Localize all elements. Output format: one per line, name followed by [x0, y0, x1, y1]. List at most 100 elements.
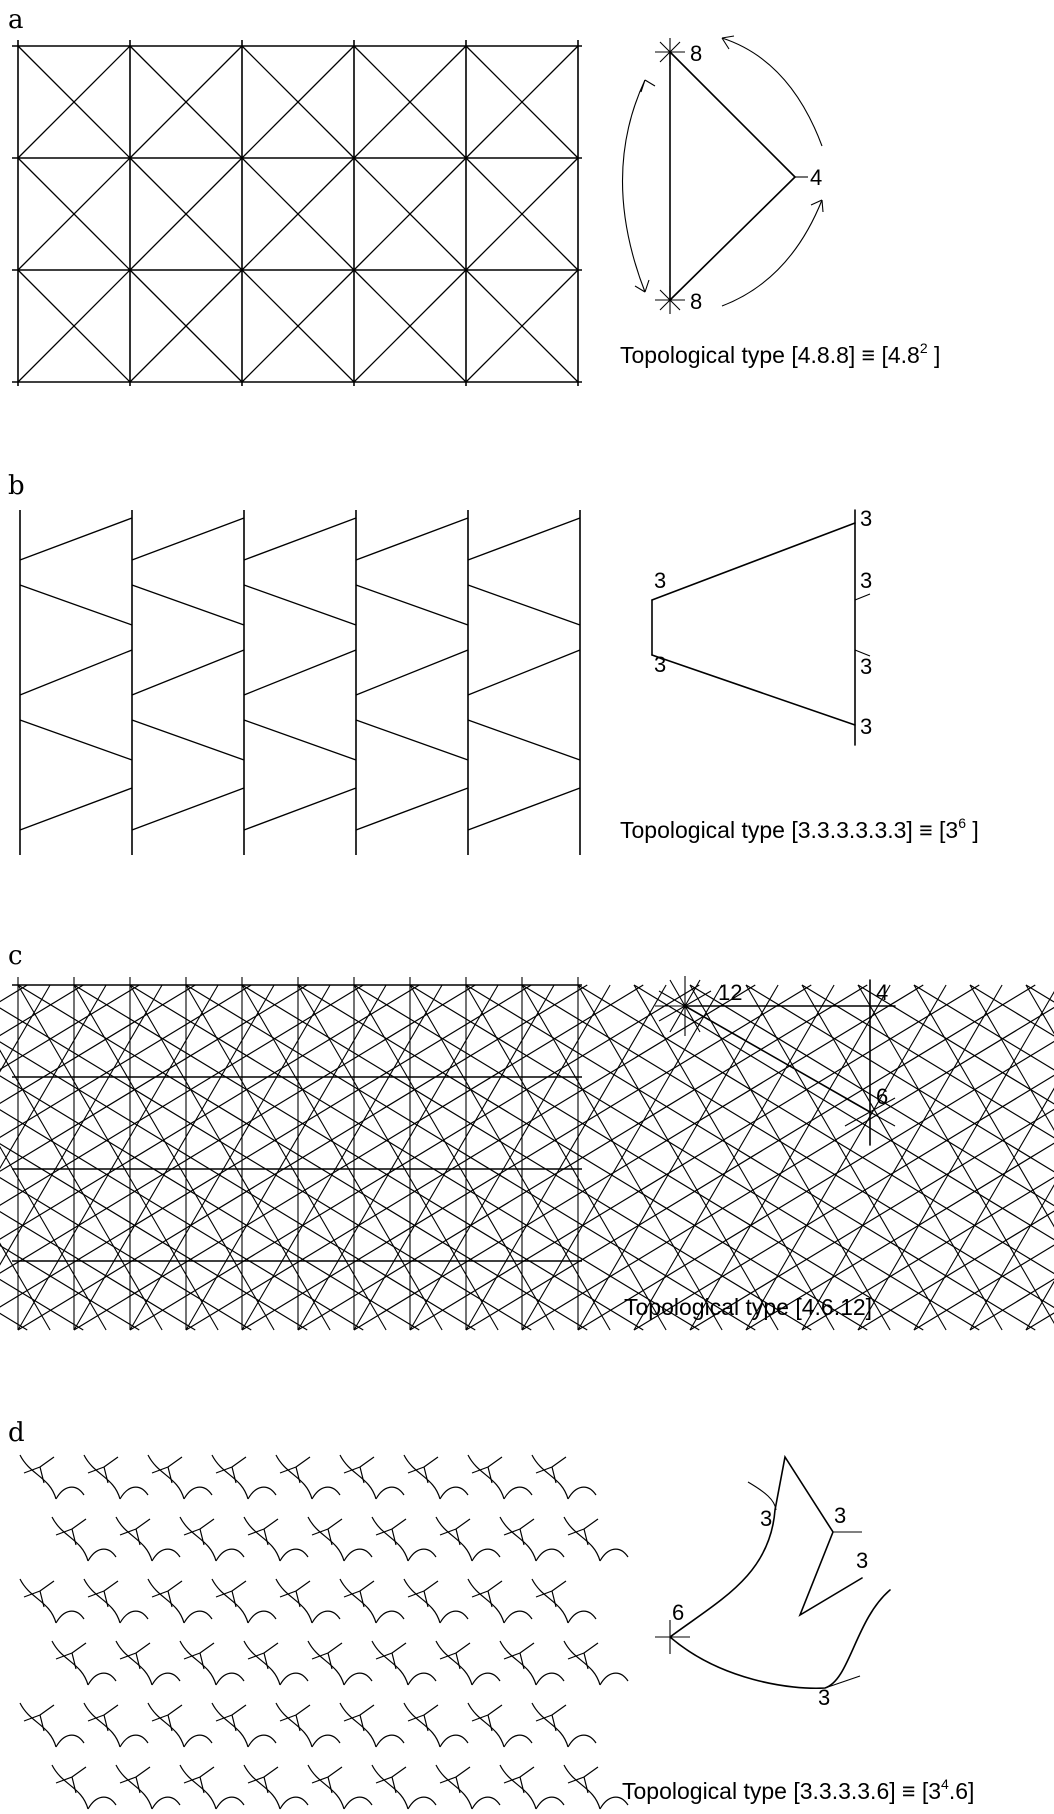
motif-d-outline-upper [669, 1454, 863, 1638]
pattern-tripod [87, 1580, 119, 1608]
pattern-curve [439, 1734, 469, 1748]
motif-a-arrow-top [721, 37, 823, 147]
pattern-tripod [119, 1518, 151, 1546]
dissection-diagonal-line [969, 1184, 1054, 1331]
motif-d-star-6 [655, 1620, 690, 1654]
panel-a-tiling [12, 40, 582, 386]
pattern-curve [87, 1672, 117, 1686]
pattern-curve [531, 1454, 569, 1500]
motif-a-star-bottom [655, 286, 685, 314]
triangle-edge [131, 649, 245, 696]
pattern-curve [151, 1548, 181, 1562]
motif-c-label-4: 4 [876, 980, 888, 1005]
dissection-diagonal-line [801, 984, 1003, 1331]
triangle-edge [131, 517, 245, 561]
dissection-diagonal-line [17, 984, 219, 1331]
pattern-curve [211, 1578, 249, 1624]
pattern-curve [19, 1578, 57, 1624]
pattern-tripod [119, 1642, 151, 1670]
dissection-diagonal-line [0, 984, 163, 1266]
pattern-tripod [567, 1642, 599, 1670]
panel-b-motif: 3 3 3 3 3 3 [651, 506, 872, 746]
pattern-curve [343, 1548, 373, 1562]
dissection-diagonal-line [0, 1242, 51, 1331]
pattern-curve [51, 1640, 89, 1686]
triangle-edge [19, 787, 133, 831]
pattern-curve [311, 1486, 341, 1500]
pattern-curve [339, 1702, 377, 1748]
pattern-curve [371, 1516, 409, 1562]
pattern-tripod [407, 1704, 439, 1732]
pattern-curve [307, 1516, 345, 1562]
pattern-curve [55, 1486, 85, 1500]
motif-c-star-6 [844, 1097, 896, 1127]
pattern-curve [343, 1672, 373, 1686]
pattern-curve [179, 1516, 217, 1562]
pattern-tripod [439, 1766, 471, 1794]
pattern-tripod [151, 1456, 183, 1484]
triangle-edge [355, 719, 469, 761]
panel-b: b 3 3 3 3 3 3 Topological type [3.3.3.3.… [8, 471, 979, 855]
panel-a-caption: Topological type [4.8.8] ≡ [4.82 ] [620, 340, 940, 368]
motif-d-label-2: 3 [834, 1503, 846, 1528]
dissection-diagonal-line [633, 984, 835, 1331]
pattern-curve [243, 1516, 281, 1562]
pattern-tripod [439, 1642, 471, 1670]
pattern-curve [151, 1796, 181, 1810]
pattern-curve [215, 1672, 245, 1686]
pattern-curve [179, 1640, 217, 1686]
motif-c-edge-diagonal [684, 1005, 871, 1113]
grid-diagonal-line [17, 269, 131, 383]
pattern-curve [375, 1610, 405, 1624]
dissection-diagonal-line [0, 984, 476, 1274]
triangle-edge [131, 787, 245, 831]
panel-a-letter: a [8, 5, 24, 35]
pattern-tripod [279, 1456, 311, 1484]
pattern-curve [179, 1764, 217, 1810]
dissection-diagonal-line [521, 1006, 1054, 1331]
grid-diagonal-line [17, 45, 131, 159]
pattern-tripod [87, 1456, 119, 1484]
dissection-diagonal-line [353, 984, 924, 1331]
pattern-curve [183, 1486, 213, 1500]
pattern-curve [243, 1640, 281, 1686]
pattern-curve [151, 1672, 181, 1686]
dissection-diagonal-line [185, 984, 387, 1331]
grid-diagonal-line [129, 269, 243, 383]
dissection-diagonal-line [577, 984, 779, 1331]
dissection-diagonal-line [913, 984, 1054, 1071]
pattern-curve [183, 1610, 213, 1624]
pattern-tripod [535, 1580, 567, 1608]
motif-c-label-6: 6 [876, 1084, 888, 1109]
panel-d-motif: 3 3 3 6 3 [655, 1454, 891, 1710]
pattern-curve [115, 1516, 153, 1562]
panel-c-letter: c [8, 941, 23, 971]
triangle-edge [19, 517, 133, 561]
pattern-tripod [471, 1456, 503, 1484]
pattern-tripod [247, 1518, 279, 1546]
pattern-curve [279, 1672, 309, 1686]
triangle-edge [243, 787, 357, 831]
pattern-curve [55, 1734, 85, 1748]
dissection-diagonal-line [689, 1108, 1054, 1331]
pattern-tripod [119, 1766, 151, 1794]
grid-diagonal-line [241, 269, 355, 383]
pattern-curve [311, 1734, 341, 1748]
pattern-curve [51, 1764, 89, 1810]
pattern-curve [147, 1578, 185, 1624]
panel-b-caption: Topological type [3.3.3.3.3.3] ≡ [36 ] [620, 815, 979, 843]
motif-a-edge-lower [669, 176, 796, 301]
pattern-curve [535, 1548, 565, 1562]
pattern-curve [535, 1672, 565, 1686]
dissection-diagonal-line [0, 1049, 163, 1331]
pattern-curve [339, 1454, 377, 1500]
pattern-curve [339, 1578, 377, 1624]
pattern-curve [567, 1734, 597, 1748]
dissection-diagonal-line [0, 984, 140, 1071]
motif-a-edge-upper [669, 51, 796, 178]
pattern-curve [599, 1672, 629, 1686]
dissection-diagonal-line [0, 1244, 140, 1331]
dissection-diagonal-line [0, 984, 252, 1138]
dissection-diagonal-line [129, 984, 700, 1331]
